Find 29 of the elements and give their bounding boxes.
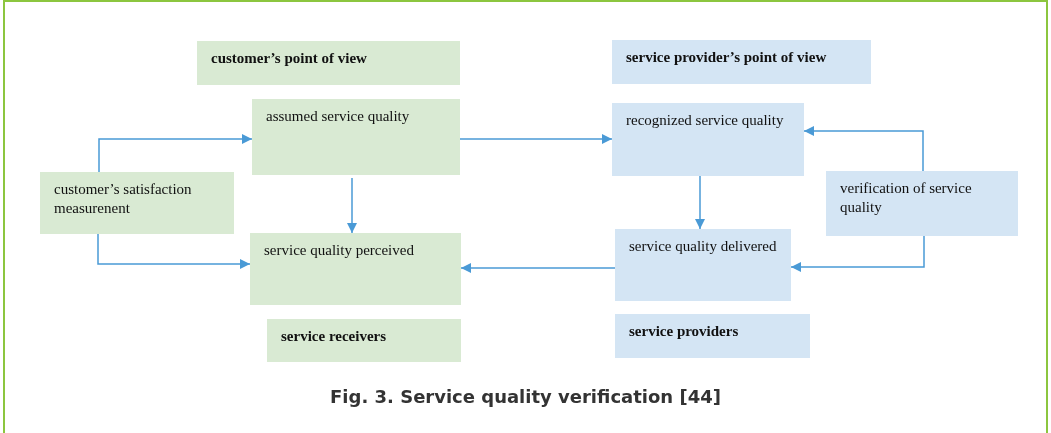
process-box — [826, 171, 1018, 236]
process-box — [252, 99, 460, 175]
process-box — [40, 172, 234, 234]
box-text: service quality delivered — [629, 237, 777, 256]
header-text: service providers — [629, 322, 740, 341]
process-box — [250, 233, 461, 305]
box-text: recognized service quality — [626, 111, 785, 130]
header-box — [615, 314, 810, 358]
figure-caption: Fig. 3. Service quality verification [44] — [329, 386, 722, 407]
arrow — [803, 126, 924, 172]
process-box — [612, 103, 804, 176]
box-text: verification of service quality — [840, 179, 973, 217]
arrow — [790, 235, 925, 272]
header-box — [267, 319, 461, 362]
arrow — [459, 134, 613, 144]
arrow — [460, 263, 616, 273]
box-text: service quality perceived — [264, 241, 415, 260]
arrow — [695, 175, 705, 230]
header-box — [197, 41, 460, 85]
box-text: customer’s satisfaction measurenent — [54, 180, 193, 218]
header-box — [612, 40, 871, 84]
box-text: assumed service quality — [266, 107, 411, 126]
process-box — [615, 229, 791, 301]
header-text: service receivers — [281, 327, 388, 346]
arrow — [98, 134, 253, 173]
header-text: service provider’s point of view — [626, 48, 828, 67]
header-text: customer’s point of view — [211, 49, 368, 68]
arrow — [97, 233, 251, 269]
arrow — [347, 177, 357, 234]
